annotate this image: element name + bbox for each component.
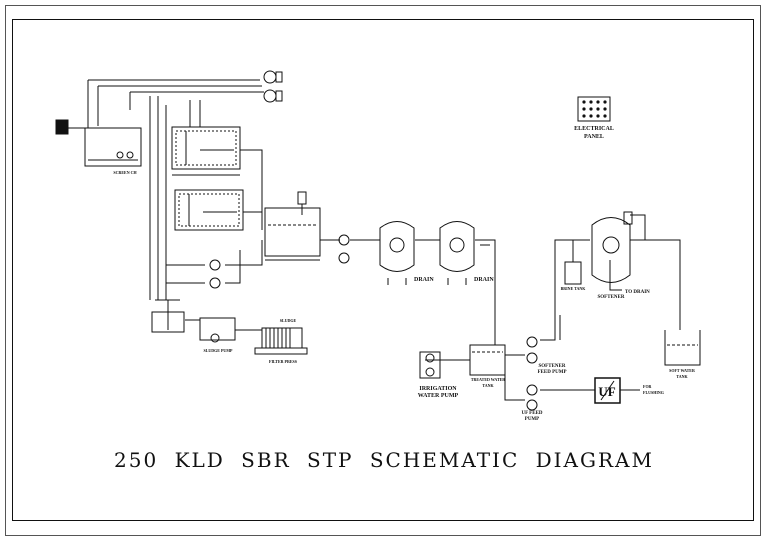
sbr-tank-2 [174,189,244,231]
uf-feed-pumps [526,384,538,411]
uf-label: UF [598,384,615,399]
softener-feed-pump-label: SOFTENER [539,364,566,369]
outer-border [5,5,761,536]
sludge-label: SLUDGE [280,318,297,323]
sbr-tank-1 [171,126,241,176]
brine-tank-label: BRINE TANK [561,286,587,291]
irrigation-pump-label: IRRIGATION [419,386,457,392]
screen-chamber-label: SCREEN CH [113,170,137,175]
uf-feed-pump-label-2: PUMP [525,417,539,422]
electrical-panel-label: ELECTRICAL [574,126,614,132]
pipelines [87,79,681,401]
electrical-panel [577,96,611,122]
sludge-pump-skid [199,317,236,343]
soft-water-tank-label-2: TANK [676,374,688,379]
softener-label: SOFTENER [598,295,625,300]
treated-water-tank-label: TREATED WATER [471,377,505,382]
soft-water-tank [664,330,701,366]
filter-vessel-2 [439,221,475,285]
sludge-pump-label: SLUDGE PUMP [204,348,234,353]
drain-label-1: DRAIN [414,277,434,283]
filter-press-label: FILTER PRESS [269,359,298,364]
drain-label-2: DRAIN [474,277,494,283]
softener-feed-pumps [526,336,538,364]
intermediate-tank [264,191,321,261]
brine-tank [564,240,582,285]
filter-press [254,327,308,355]
diagram-title: 250 KLD SBR STP SCHEMATIC DIAGRAM [114,448,654,472]
air-blowers [263,70,283,103]
drawing-border [12,19,754,521]
for-flushing-label: FOR [643,384,652,389]
screen-chamber [55,119,142,167]
filter-vessel-1 [379,221,415,285]
treated-water-tank [469,344,506,376]
softener-vessel [591,211,633,283]
softener-feed-pump-label-2: FEED PUMP [537,370,566,375]
uf-feed-pump-label: UF FEED [521,411,542,416]
irrigation-pumps [419,351,441,379]
soft-water-tank-label: SOFT WATER [669,368,695,373]
electrical-panel-label-2: PANEL [584,134,604,140]
sludge-holding-tank [151,300,185,333]
treated-water-tank-label-2: TANK [482,383,494,388]
irrigation-pump-label-2: WATER PUMP [418,393,459,399]
to-drain-label: TO DRAIN [625,290,650,295]
transfer-pumps [209,234,350,289]
uf-unit [594,377,621,404]
for-flushing-label-2: FLUSHING [643,390,664,395]
